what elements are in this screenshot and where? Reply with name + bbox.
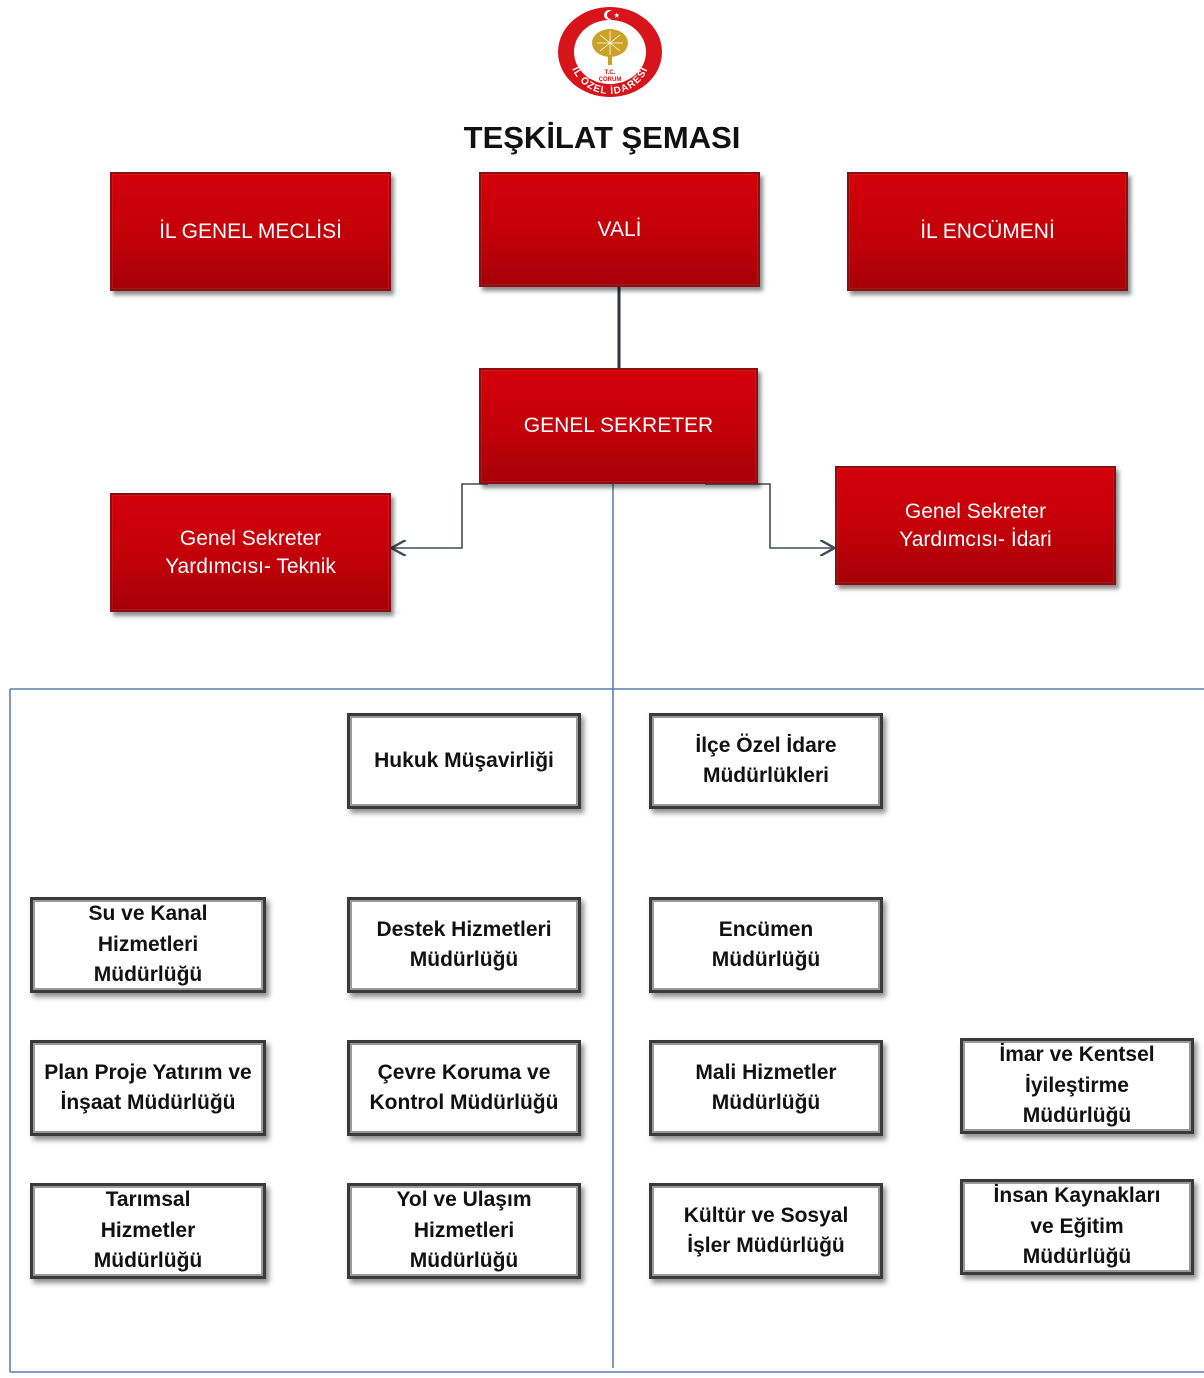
unit-label: Kültür ve Sosyal İşler Müdürlüğü bbox=[683, 1203, 849, 1257]
unit-label: Mali Hizmetler Müdürlüğü bbox=[695, 1060, 837, 1114]
svg-text:ÇORUM: ÇORUM bbox=[599, 77, 622, 83]
unit-label: İlçe Özel İdare Müdürlükleri bbox=[695, 733, 837, 787]
unit-box-ilce: İlçe Özel İdare Müdürlükleri bbox=[649, 713, 883, 809]
deputy-idari-box: Genel Sekreter Yardımcısı- İdari bbox=[835, 466, 1116, 585]
vali-box: VALİ bbox=[479, 172, 760, 287]
unit-label: Plan Proje Yatırım ve İnşaat Müdürlüğü bbox=[44, 1060, 252, 1114]
il-encumeni-box: İL ENCÜMENİ bbox=[847, 172, 1128, 291]
deputy-idari-label: Genel Sekreter Yardımcısı- İdari bbox=[899, 500, 1052, 551]
il-genel-meclisi-box: İL GENEL MECLİSİ bbox=[110, 172, 391, 291]
unit-label: Tarımsal Hizmetler Müdürlüğü bbox=[93, 1188, 203, 1273]
unit-label: Encümen Müdürlüğü bbox=[711, 917, 821, 971]
genel-sekreter-label: GENEL SEKRETER bbox=[523, 414, 714, 438]
vali-label: VALİ bbox=[597, 217, 642, 241]
deputy-teknik-label: Genel Sekreter Yardımcısı- Teknik bbox=[165, 527, 336, 578]
chart-title: TEŞKİLAT ŞEMASI bbox=[463, 120, 741, 155]
unit-box-su: Su ve Kanal Hizmetleri Müdürlüğü bbox=[30, 897, 266, 993]
unit-box-cevre: Çevre Koruma ve Kontrol Müdürlüğü bbox=[347, 1040, 581, 1136]
unit-label: Çevre Koruma ve Kontrol Müdürlüğü bbox=[369, 1060, 559, 1114]
unit-label: İnsan Kaynakları ve Eğitim Müdürlüğü bbox=[993, 1184, 1161, 1269]
svg-text:T.C.: T.C. bbox=[605, 70, 616, 76]
unit-label: Su ve Kanal Hizmetleri Müdürlüğü bbox=[88, 902, 208, 987]
unit-box-kultur: Kültür ve Sosyal İşler Müdürlüğü bbox=[649, 1183, 883, 1279]
unit-box-plan: Plan Proje Yatırım ve İnşaat Müdürlüğü bbox=[30, 1040, 266, 1136]
unit-box-imar: İmar ve Kentsel İyileştirme Müdürlüğü bbox=[960, 1038, 1194, 1134]
unit-label: İmar ve Kentsel İyileştirme Müdürlüğü bbox=[999, 1043, 1155, 1128]
teknik-connector bbox=[393, 483, 488, 548]
unit-label: Hukuk Müşavirliği bbox=[374, 748, 554, 772]
deputy-teknik-box: Genel Sekreter Yardımcısı- Teknik bbox=[110, 493, 391, 612]
il-encumeni-label: İL ENCÜMENİ bbox=[920, 219, 1055, 243]
unit-box-mali: Mali Hizmetler Müdürlüğü bbox=[649, 1040, 883, 1136]
unit-box-yol: Yol ve Ulaşım Hizmetleri Müdürlüğü bbox=[347, 1183, 581, 1279]
il-genel-meclisi-label: İL GENEL MECLİSİ bbox=[159, 219, 342, 243]
unit-box-tarim: Tarımsal Hizmetler Müdürlüğü bbox=[30, 1183, 266, 1279]
emblem-logo: T.C. ÇORUM İL ÖZEL İDARESİ bbox=[555, 5, 665, 100]
unit-box-hukuk: Hukuk Müşavirliği bbox=[347, 713, 581, 809]
idari-connector bbox=[705, 483, 833, 548]
unit-box-insan: İnsan Kaynakları ve Eğitim Müdürlüğü bbox=[960, 1179, 1194, 1275]
unit-box-encumen: Encümen Müdürlüğü bbox=[649, 897, 883, 993]
unit-label: Yol ve Ulaşım Hizmetleri Müdürlüğü bbox=[396, 1188, 532, 1273]
unit-label: Destek Hizmetleri Müdürlüğü bbox=[376, 917, 552, 971]
genel-sekreter-box: GENEL SEKRETER bbox=[479, 368, 758, 484]
unit-box-destek: Destek Hizmetleri Müdürlüğü bbox=[347, 897, 581, 993]
